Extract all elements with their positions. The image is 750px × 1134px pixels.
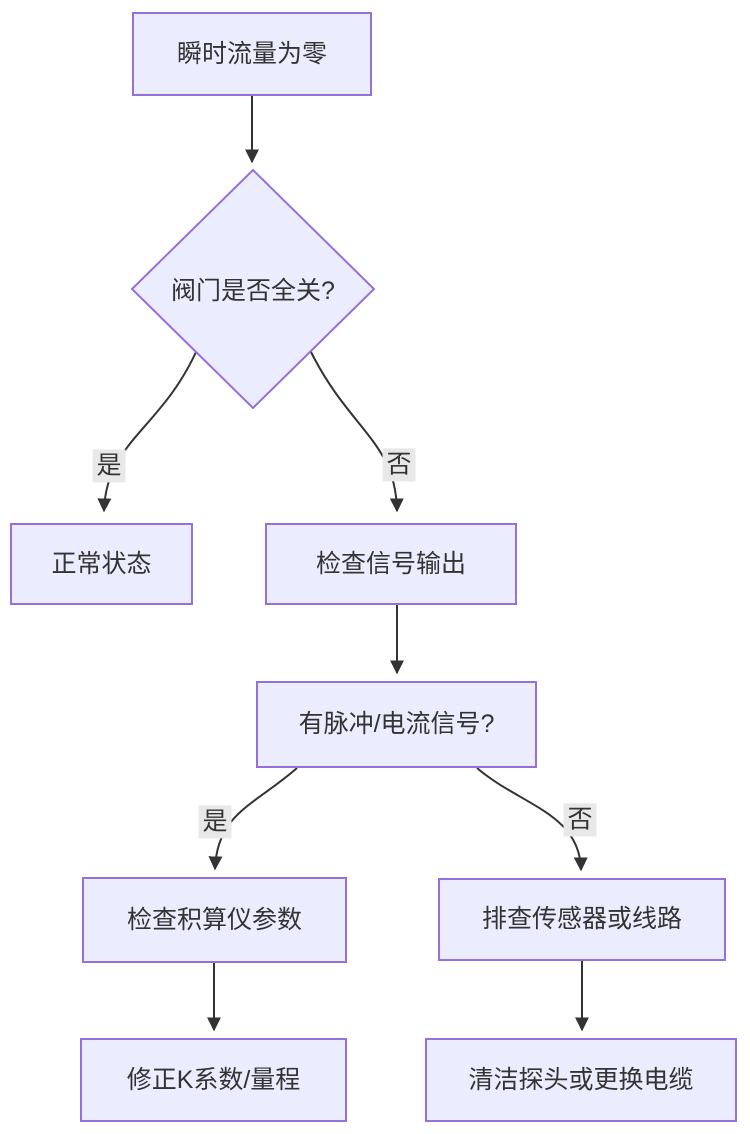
node-check-totalizer: 检查积算仪参数	[82, 877, 347, 963]
node-has-pulse: 有脉冲/电流信号?	[256, 681, 537, 768]
node-fix-k: 修正K系数/量程	[80, 1038, 347, 1122]
node-has-pulse-label: 有脉冲/电流信号?	[298, 710, 495, 739]
node-inspect-sensor: 排查传感器或线路	[438, 878, 726, 961]
node-start: 瞬时流量为零	[132, 12, 372, 96]
node-check-totalizer-label: 检查积算仪参数	[126, 905, 302, 934]
node-valve-closed-shape	[130, 168, 376, 410]
edge-has-pulse-to-check-totalizer	[208, 767, 298, 871]
node-normal: 正常状态	[10, 523, 193, 605]
node-clean-probe-label: 清洁探头或更换电缆	[468, 1065, 694, 1094]
node-valve-closed: 阀门是否全关?	[153, 269, 353, 309]
node-check-signal: 检查信号输出	[265, 523, 517, 605]
node-check-signal-label: 检查信号输出	[315, 549, 466, 578]
edge-label-yes-1: 是	[92, 449, 126, 483]
node-clean-probe: 清洁探头或更换电缆	[425, 1038, 737, 1122]
edge-has-pulse-to-inspect-sensor	[476, 767, 588, 872]
node-inspect-sensor-label: 排查传感器或线路	[481, 905, 682, 934]
node-fix-k-label: 修正K系数/量程	[126, 1065, 301, 1094]
edge-label-no-1: 否	[382, 448, 416, 482]
node-normal-label: 正常状态	[51, 549, 152, 578]
edge-label-no-2: 否	[563, 803, 597, 837]
node-valve-closed-label: 阀门是否全关?	[171, 277, 335, 305]
edge-label-yes-2: 是	[198, 805, 232, 839]
edge-valve-to-check-signal	[310, 351, 404, 513]
edge-valve-to-normal	[97, 351, 197, 513]
node-start-label: 瞬时流量为零	[176, 39, 327, 68]
